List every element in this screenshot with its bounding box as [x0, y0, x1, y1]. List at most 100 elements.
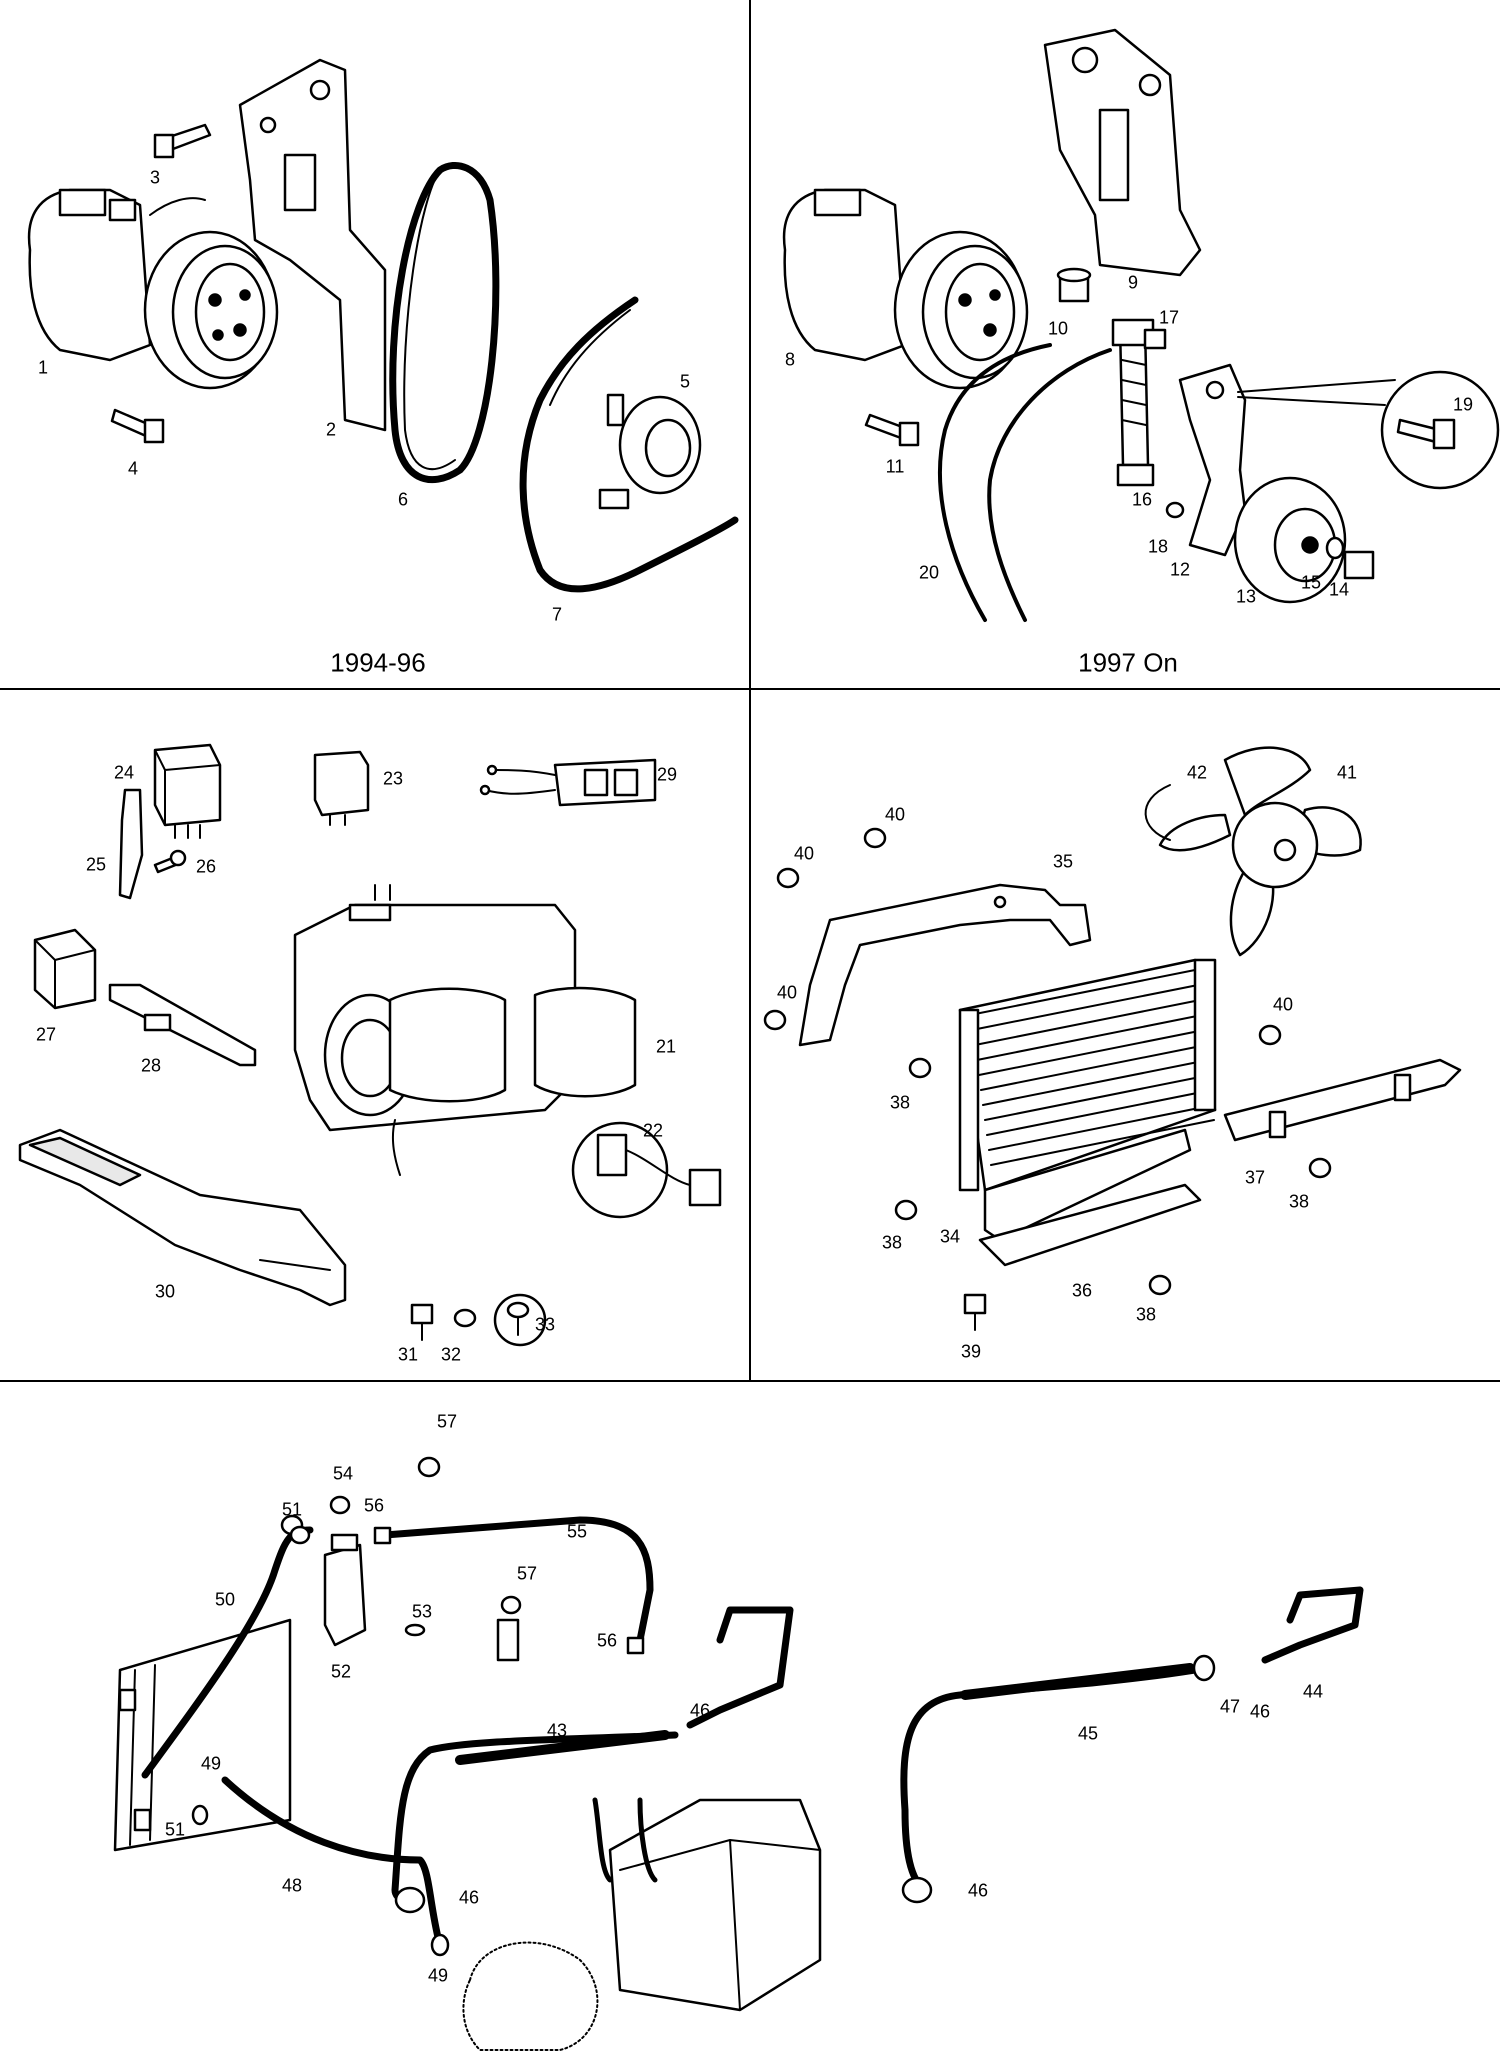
callout-49a: 49 — [200, 1753, 222, 1774]
callout-40d: 40 — [1272, 994, 1294, 1015]
callout-13: 13 — [1235, 586, 1257, 607]
callout-41: 41 — [1336, 762, 1358, 783]
callout-42: 42 — [1186, 762, 1208, 783]
callout-16: 16 — [1131, 489, 1153, 510]
nuts-38-40 — [763, 827, 1332, 1296]
callout-18: 18 — [1147, 536, 1169, 557]
heater-unit-21 — [293, 884, 637, 1176]
callout-40a: 40 — [793, 843, 815, 864]
relay-23 — [313, 750, 370, 826]
bracket-35 — [798, 883, 1092, 1047]
callout-26: 26 — [195, 856, 217, 877]
spacer-14-15 — [1325, 536, 1375, 580]
callout-46d: 46 — [967, 1880, 989, 1901]
condenser-34 — [958, 958, 1217, 1242]
module-27 — [33, 928, 97, 1010]
hose-55 — [373, 1516, 654, 1655]
callout-10: 10 — [1047, 318, 1069, 339]
bracket-36 — [978, 1183, 1202, 1267]
screw-33 — [493, 1293, 547, 1347]
callout-22: 22 — [642, 1120, 664, 1141]
callout-47: 47 — [1219, 1696, 1241, 1717]
callout-55: 55 — [566, 1521, 588, 1542]
callout-37: 37 — [1244, 1167, 1266, 1188]
bracket-early — [238, 58, 387, 432]
callout-38b: 38 — [1288, 1191, 1310, 1212]
pulley-13 — [1233, 476, 1347, 604]
callout-57b: 57 — [516, 1563, 538, 1584]
callout-36: 36 — [1071, 1280, 1093, 1301]
hose-43-upper — [686, 1606, 794, 1729]
callout-27: 27 — [35, 1024, 57, 1045]
belt-7 — [519, 296, 739, 593]
bracket-25 — [118, 788, 144, 900]
condenser-small — [113, 1618, 292, 1852]
switch-29 — [479, 758, 657, 807]
callout-56b: 56 — [596, 1630, 618, 1651]
fan-41 — [1144, 746, 1362, 957]
callout-23: 23 — [382, 768, 404, 789]
callout-7: 7 — [551, 604, 563, 625]
callout-4: 4 — [127, 458, 139, 479]
callout-21: 21 — [655, 1036, 677, 1057]
callout-34: 34 — [939, 1226, 961, 1247]
callout-38a: 38 — [889, 1092, 911, 1113]
bolt-39 — [963, 1293, 987, 1331]
callout-30: 30 — [154, 1281, 176, 1302]
small-fittings — [191, 1456, 933, 1957]
callout-57a: 57 — [436, 1411, 458, 1432]
callout-50: 50 — [214, 1589, 236, 1610]
callout-38d: 38 — [1135, 1304, 1157, 1325]
bolt-31 — [410, 1303, 434, 1341]
callout-25: 25 — [85, 854, 107, 875]
callout-43: 43 — [546, 1720, 568, 1741]
callout-56a: 56 — [363, 1495, 385, 1516]
bolt-10 — [1056, 267, 1092, 303]
callout-48: 48 — [281, 1875, 303, 1896]
callout-32: 32 — [440, 1344, 462, 1365]
callout-51a: 51 — [281, 1499, 303, 1520]
panel-condenser-frame — [749, 688, 1500, 1382]
callout-35: 35 — [1052, 851, 1074, 872]
callout-44: 44 — [1302, 1681, 1324, 1702]
callout-54: 54 — [332, 1463, 354, 1484]
belt-20 — [938, 343, 1112, 622]
nut-32 — [453, 1308, 477, 1328]
callout-40b: 40 — [884, 804, 906, 825]
callout-31: 31 — [397, 1344, 419, 1365]
callout-3: 3 — [149, 167, 161, 188]
screw-26 — [153, 849, 187, 874]
idler-5 — [598, 393, 702, 510]
callout-11: 11 — [885, 456, 905, 477]
hose-45 — [900, 1654, 1216, 1894]
callout-52: 52 — [330, 1661, 352, 1682]
callout-1: 1 — [37, 357, 49, 378]
callout-49b: 49 — [427, 1965, 449, 1986]
bolt-11 — [864, 413, 920, 447]
callout-38c: 38 — [881, 1232, 903, 1253]
compressor-late — [782, 188, 1029, 390]
bracket-37 — [1223, 1058, 1462, 1142]
callout-29: 29 — [656, 764, 678, 785]
callout-24: 24 — [113, 762, 135, 783]
callout-2: 2 — [325, 419, 337, 440]
callout-20: 20 — [918, 562, 940, 583]
bracket-9 — [1043, 28, 1202, 277]
callout-12: 12 — [1169, 559, 1191, 580]
callout-15: 15 — [1300, 572, 1322, 593]
hose-44 — [1261, 1586, 1364, 1664]
hose-48 — [221, 1776, 444, 1949]
callout-8: 8 — [784, 349, 796, 370]
compressor-outline — [462, 1941, 599, 2051]
bracket-28 — [108, 983, 257, 1067]
caption-1997-on: 1997 On — [1078, 647, 1178, 678]
callout-46a: 46 — [689, 1700, 711, 1721]
compressor-early — [27, 188, 279, 390]
detail-19 — [1237, 370, 1500, 490]
evaporator — [592, 1797, 822, 2012]
washer-18 — [1165, 501, 1185, 519]
callout-46c: 46 — [458, 1887, 480, 1908]
bolt-3 — [153, 123, 212, 159]
